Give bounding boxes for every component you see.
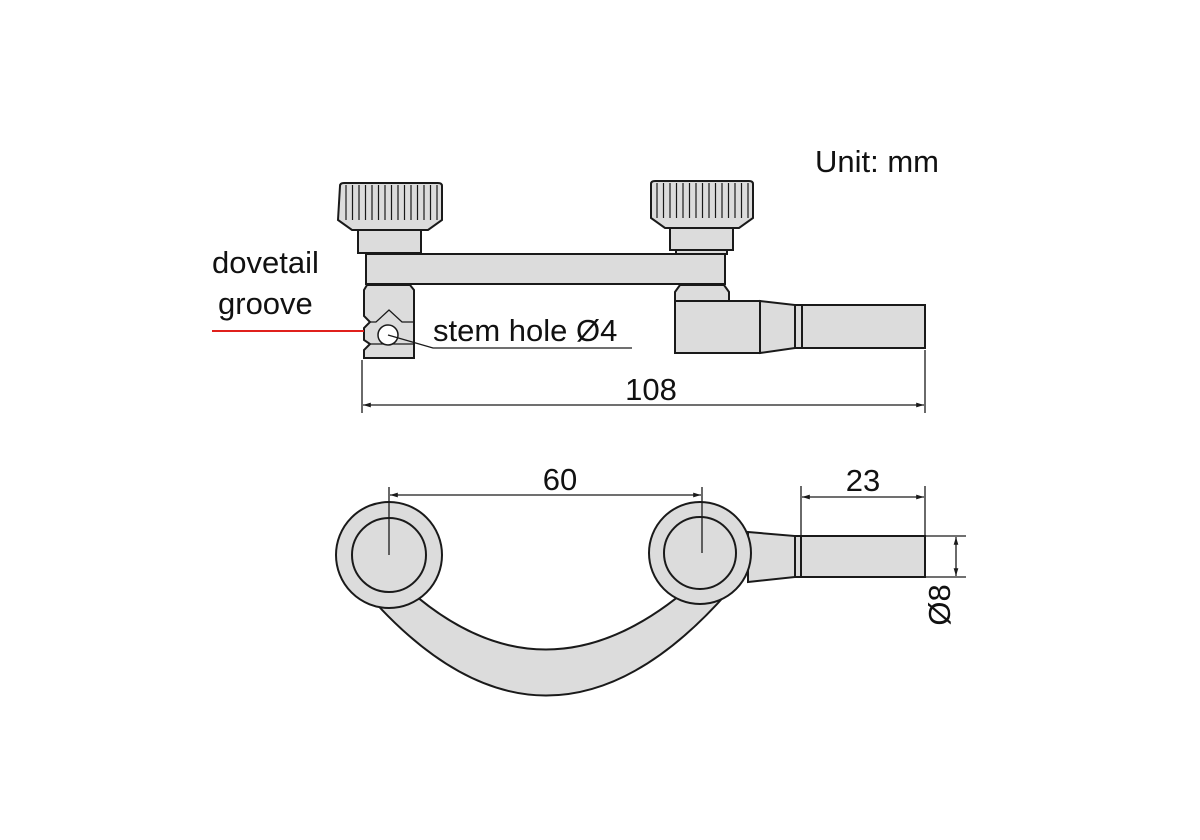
dimension-23: 23 (846, 463, 880, 498)
right-ring-inner (663, 516, 737, 590)
dimension-60: 60 (543, 462, 577, 497)
stem-hole-leader (387, 334, 632, 349)
unit-label: Unit: mm (815, 144, 939, 179)
right-knob-neck (669, 227, 734, 251)
dovetail-label-line2: groove (218, 286, 313, 321)
side-view: dovetail groove stem hole Ø4 108 (212, 180, 926, 413)
knurl-lines (345, 185, 438, 220)
top-view: 60 23 Ø8 (335, 462, 966, 697)
rod (800, 535, 926, 578)
dimension-108: 108 (625, 372, 677, 407)
rod-collar (794, 304, 803, 349)
right-pivot-neck (674, 284, 730, 302)
rod-taper (759, 299, 796, 355)
knurl-lines (656, 183, 749, 218)
right-knurled-knob (650, 180, 754, 255)
rod-taper (747, 530, 796, 584)
left-knob-head (336, 182, 443, 231)
dimension-d8: Ø8 (922, 584, 957, 625)
right-pivot-block (674, 300, 761, 354)
rod (801, 304, 926, 349)
connecting-bar (365, 253, 726, 285)
left-knob-neck (357, 227, 422, 254)
left-knurled-knob (336, 182, 443, 254)
stem-hole-label: stem hole Ø4 (433, 313, 617, 348)
dovetail-label-line1: dovetail (212, 245, 319, 280)
